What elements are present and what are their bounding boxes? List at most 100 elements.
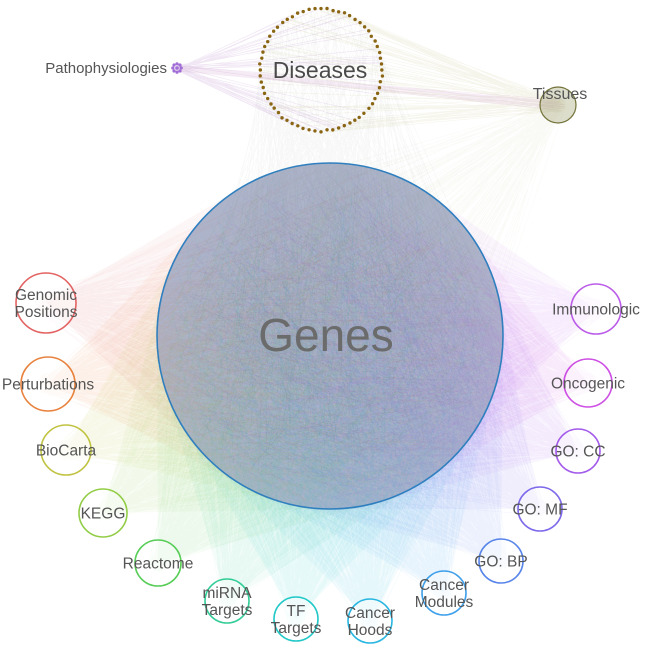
node-circle-oncogenic[interactable]: [563, 358, 613, 408]
label-go-mf: GO: MF: [512, 501, 567, 518]
disease-dot: [296, 124, 300, 128]
disease-dot: [325, 128, 329, 132]
edges-genes-cancer-hoods: [166, 177, 491, 630]
pathophysiology-dot: [175, 62, 179, 66]
edges-pathophysiologies-tissues: [174, 64, 565, 111]
node-circle-cancer-modules[interactable]: [421, 570, 467, 616]
node-circle-tf-targets[interactable]: [273, 596, 319, 642]
disease-dot: [285, 17, 289, 22]
wedge-go-cc: [157, 163, 579, 510]
disease-dot: [369, 34, 373, 38]
node-perturbations[interactable]: Perturbations: [2, 356, 94, 412]
disease-dot: [367, 106, 371, 110]
wedge-cancer-hoods: [157, 163, 504, 621]
label-cancer-modules: Cancer: [419, 577, 469, 594]
edges-genes-cancer-modules: [175, 177, 492, 602]
edges-genes-go-bp: [161, 176, 510, 570]
node-circle-genomic-positions[interactable]: [15, 272, 77, 334]
disease-dot: [353, 17, 357, 22]
node-circle-biocarta[interactable]: [40, 424, 92, 476]
node-go-bp[interactable]: GO: BP: [474, 538, 528, 584]
tissues-node[interactable]: [539, 86, 577, 124]
disease-dot: [281, 20, 285, 25]
disease-dot: [358, 20, 362, 25]
node-circle-reactome[interactable]: [134, 539, 182, 587]
disease-dot: [259, 80, 264, 84]
disease-dot: [357, 115, 361, 120]
disease-dot: [377, 86, 382, 90]
edges-genes-go-mf: [165, 171, 549, 517]
wedge-perturbations: [48, 162, 503, 509]
label-immunologic: Immunologic: [552, 301, 640, 318]
pathophysiologies-label: Pathophysiologies: [45, 60, 167, 77]
disease-dot: [348, 121, 352, 125]
node-circle-kegg[interactable]: [78, 488, 128, 538]
genes-label: Genes: [258, 309, 394, 361]
pathophysiologies-node[interactable]: [171, 62, 183, 74]
disease-dot: [379, 62, 384, 66]
node-circle-immunologic[interactable]: [570, 283, 622, 335]
disease-dot: [331, 8, 335, 13]
diseases-node[interactable]: [258, 6, 385, 134]
disease-dot: [280, 116, 284, 120]
disease-dot: [373, 39, 377, 43]
pathophysiology-dot: [179, 66, 183, 70]
disease-dot: [271, 29, 276, 33]
category-wedges: [46, 162, 596, 621]
diseases-label: Diseases: [273, 57, 368, 83]
disease-dot: [353, 118, 357, 122]
node-immunologic[interactable]: Immunologic: [552, 283, 640, 335]
wedge-reactome: [156, 163, 503, 563]
node-oncogenic[interactable]: Oncogenic: [551, 358, 625, 408]
tissues-label: Tissues: [533, 86, 588, 103]
node-reactome[interactable]: Reactome: [123, 539, 194, 587]
disease-dot: [272, 106, 276, 110]
wedge-tf-targets: [157, 163, 504, 620]
node-kegg[interactable]: KEGG: [78, 488, 128, 538]
disease-dot: [275, 25, 280, 29]
disease-dot: [336, 10, 341, 14]
disease-dot: [266, 96, 270, 101]
node-biocarta[interactable]: BioCarta: [36, 424, 97, 476]
node-circle-cancer-hoods[interactable]: [347, 598, 393, 644]
edges-genes-biocarta: [56, 173, 487, 497]
genes-disc-fill: [157, 163, 503, 509]
label-tf-targets: Targets: [271, 620, 322, 637]
label-biocarta: BioCarta: [36, 442, 97, 459]
wedge-genomic-positions: [46, 162, 503, 509]
disease-dot: [290, 15, 295, 19]
disease-dot: [362, 111, 366, 116]
disease-dot: [319, 6, 323, 11]
disease-dot: [266, 39, 270, 44]
edges-genes-oncogenic: [169, 176, 597, 496]
wedge-immunologic: [156, 163, 596, 510]
genes-node[interactable]: [156, 162, 504, 510]
disease-dot: [295, 11, 300, 15]
node-circle-go-mf[interactable]: [517, 486, 563, 532]
disease-dot: [380, 74, 385, 78]
disease-dot: [261, 50, 265, 54]
edges-genes-reactome: [148, 168, 486, 572]
node-go-mf[interactable]: GO: MF: [512, 486, 568, 532]
node-go-cc[interactable]: GO: CC: [550, 428, 606, 474]
wedge-kegg: [103, 163, 504, 514]
disease-dot: [325, 6, 329, 11]
disease-dot: [347, 13, 352, 18]
node-circle-go-cc[interactable]: [555, 428, 601, 474]
disease-dot: [367, 29, 371, 33]
disease-dot: [342, 123, 346, 128]
node-circle-go-bp[interactable]: [478, 538, 524, 584]
disease-dot: [375, 44, 379, 49]
disease-dot: [370, 102, 375, 106]
node-circle-perturbations[interactable]: [20, 356, 76, 412]
wedge-go-bp: [157, 163, 504, 561]
node-circle-mirna-targets[interactable]: [204, 578, 250, 624]
label-perturbations: Perturbations: [2, 376, 94, 393]
disease-dot: [276, 110, 281, 115]
label-genomic-positions: Positions: [15, 304, 78, 321]
